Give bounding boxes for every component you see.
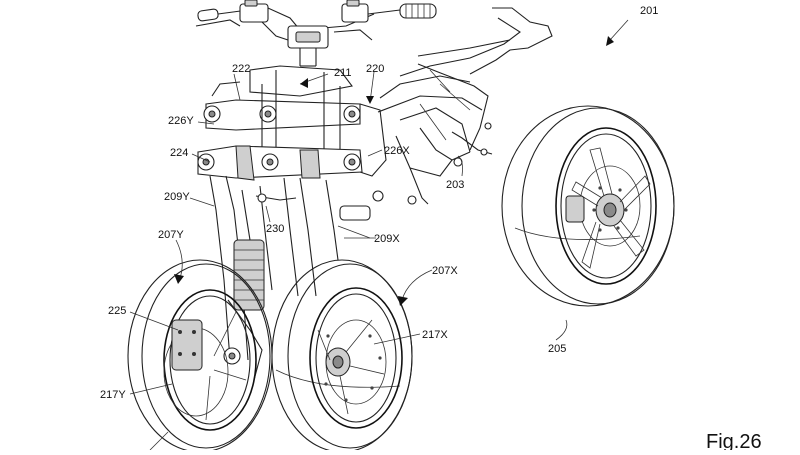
- label-226Y: 226Y: [168, 115, 194, 127]
- tilting-linkage-220: [197, 65, 387, 181]
- label-207X: 207X: [432, 265, 458, 277]
- label-220: 220: [366, 63, 384, 75]
- label-205: 205: [548, 343, 566, 355]
- label-209X: 209X: [374, 233, 400, 245]
- label-225: 225: [108, 305, 126, 317]
- label-217Y: 217Y: [100, 389, 126, 401]
- label-211: 211: [334, 67, 352, 79]
- label-207Y: 207Y: [158, 229, 184, 241]
- label-203: 203: [446, 179, 464, 191]
- figure-caption: Fig.26: [706, 431, 762, 450]
- front-wheel-207Y: [127, 259, 273, 453]
- label-226X: 226X: [384, 145, 410, 157]
- front-wheel-207X: [271, 259, 413, 453]
- rear-wheel-205: [501, 105, 675, 307]
- label-217X: 217X: [422, 329, 448, 341]
- fork-209Y: [209, 175, 273, 381]
- label-230: 230: [266, 223, 284, 235]
- frame-203: [377, 7, 553, 205]
- label-209Y: 209Y: [164, 191, 190, 203]
- label-222: 222: [232, 63, 250, 75]
- handlebar-assembly: [195, 0, 437, 67]
- leader-lines: [129, 19, 629, 451]
- fork-209X: [255, 177, 384, 297]
- label-224: 224: [170, 147, 188, 159]
- reference-labels: 201 222 211 220 226Y 224 226X 203 209Y 2…: [100, 5, 762, 453]
- label-201: 201: [640, 5, 658, 17]
